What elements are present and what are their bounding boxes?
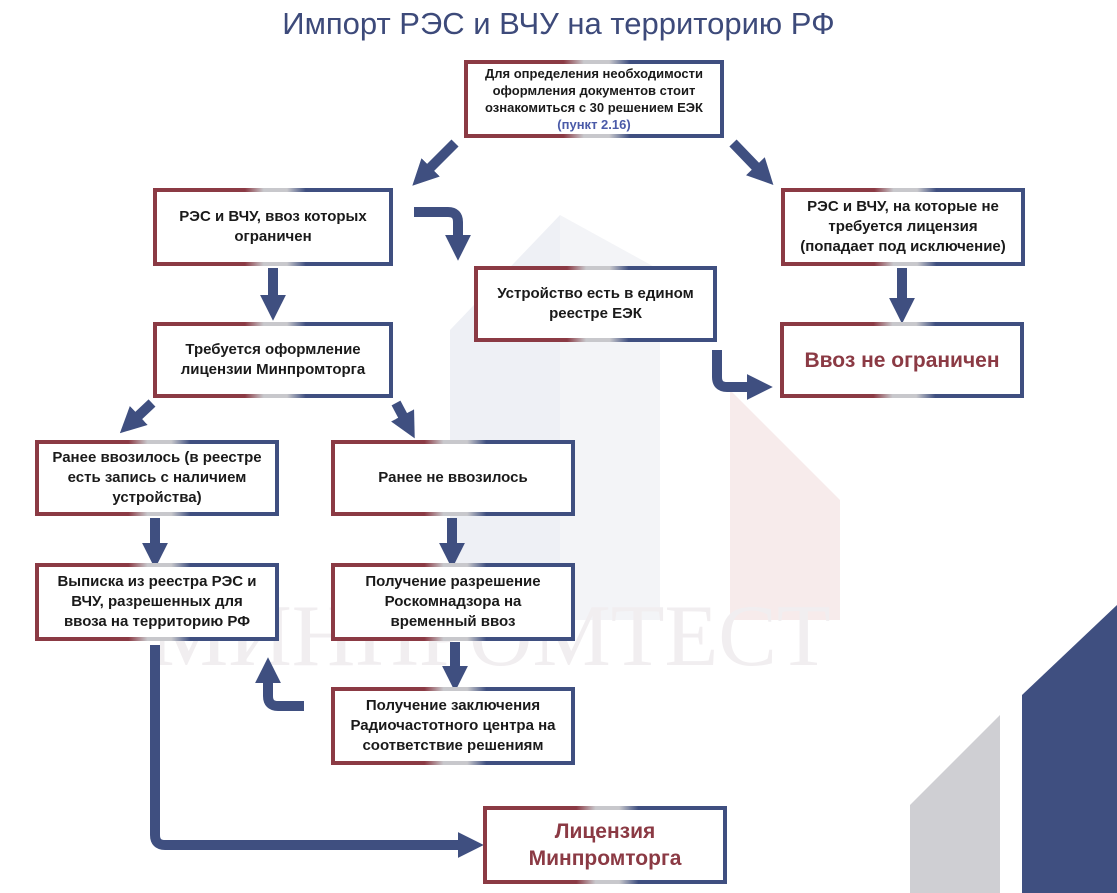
- rfc-conclusion-box: Получение заключения Радиочастотного цен…: [331, 687, 575, 765]
- previously-imported-box: Ранее ввозилось (в реестре есть запись с…: [35, 440, 279, 516]
- arrow-registry-to-not-restricted: [712, 350, 773, 400]
- not-previously-imported-box: Ранее не ввозилось: [331, 440, 575, 516]
- start-text: Для определения необходимости оформления…: [485, 66, 703, 115]
- registry-box: Устройство есть в едином реестре ЕЭК: [474, 266, 717, 342]
- not-restricted-box: Ввоз не ограничен: [780, 322, 1024, 398]
- corner-blue-shape: [1022, 605, 1117, 893]
- restricted-text: РЭС и ВЧУ, ввоз которых ограничен: [179, 208, 367, 245]
- registry-extract-box: Выписка из реестра РЭС и ВЧУ, разрешенны…: [35, 563, 279, 641]
- not-restricted-text: Ввоз не ограничен: [804, 348, 1000, 372]
- arrow-restricted-to-registry: [414, 207, 471, 261]
- arrow-rfc-to-extract: [255, 657, 304, 711]
- license-needed-text: Требуется оформление лицензии Минпромтор…: [180, 341, 366, 378]
- registry-extract-text: Выписка из реестра РЭС и ВЧУ, разрешенны…: [57, 573, 257, 630]
- arrow-start-to-exempt: [729, 139, 774, 185]
- rfc-conclusion-text: Получение заключения Радиочастотного цен…: [350, 697, 556, 754]
- corner-gray-shape: [910, 715, 1000, 893]
- registry-text: Устройство есть в едином реестре ЕЭК: [497, 285, 694, 322]
- arrow-start-to-restricted: [412, 139, 459, 186]
- exempt-text: РЭС и ВЧУ, на которые не требуется лицен…: [800, 198, 1006, 255]
- restricted-box: РЭС и ВЧУ, ввоз которых ограничен: [153, 188, 393, 266]
- license-box: Лицензия Минпромторга: [483, 806, 727, 884]
- license-text: Лицензия Минпромторга: [528, 820, 682, 870]
- rkn-permit-text: Получение разрешение Роскомнадзора на вр…: [365, 573, 541, 630]
- start-box: Для определения необходимости оформления…: [464, 60, 724, 138]
- arrow-extract-to-license: [150, 645, 484, 858]
- rkn-permit-box: Получение разрешение Роскомнадзора на вр…: [331, 563, 575, 641]
- page-title: Импорт РЭС и ВЧУ на территорию РФ: [282, 6, 835, 41]
- previously-imported-text: Ранее ввозилось (в реестре есть запись с…: [52, 449, 262, 506]
- exempt-box: РЭС и ВЧУ, на которые не требуется лицен…: [781, 188, 1025, 266]
- license-needed-box: Требуется оформление лицензии Минпромтор…: [153, 322, 393, 398]
- start-note: (пункт 2.16): [557, 117, 631, 132]
- arrow-license-to-not-previously: [391, 400, 415, 439]
- not-previously-imported-text: Ранее не ввозилось: [378, 469, 528, 486]
- arrow-license-to-previously: [119, 399, 156, 434]
